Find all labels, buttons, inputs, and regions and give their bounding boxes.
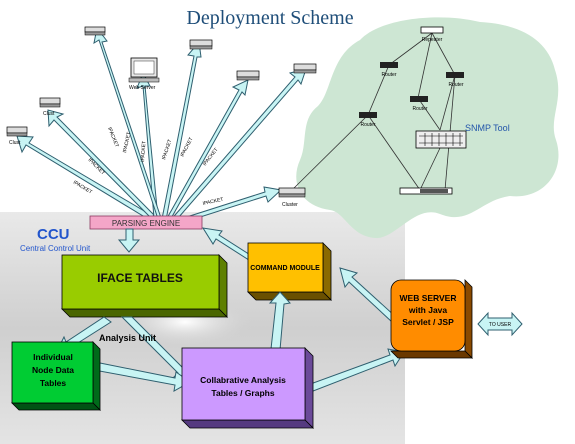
- snmp-cloud: [296, 17, 559, 239]
- svg-text:Router: Router: [412, 106, 427, 112]
- router-3: Router: [410, 96, 428, 112]
- web-server-box: WEB SERVER with Java Servlet / JSP: [390, 279, 473, 359]
- network-switch: [415, 130, 467, 149]
- svg-text:Cluster: Cluster: [282, 202, 298, 208]
- snmp-network-links: [289, 32, 456, 193]
- cluster-machine-7: Cluster: [278, 187, 306, 208]
- iface-tables-box: IFACE TABLES: [61, 254, 228, 318]
- router-1: Router: [380, 62, 398, 78]
- analysis-unit-label: Analysis Unit: [99, 333, 156, 343]
- iface-tables-label: IFACE TABLES: [97, 271, 183, 285]
- individual-tables-line-3: Tables: [40, 378, 67, 388]
- collaborative-box: Collabrative Analysis Tables / Graphs: [181, 347, 314, 429]
- hub-device: [399, 187, 453, 195]
- cluster-machine-4: [189, 39, 213, 50]
- packet-label-3: IPACKET: [106, 127, 119, 149]
- cluster-machine-3: [84, 26, 106, 36]
- collaborative-line-1: Collabrative Analysis: [200, 375, 286, 385]
- individual-tables-line-1: Individual: [33, 352, 73, 362]
- individual-tables-line-2: Node Data: [32, 365, 74, 375]
- arrow-parsing-to-iface: [117, 228, 141, 253]
- snmp-tool-label: SNMP Tool: [465, 123, 510, 133]
- router-4: Router: [359, 112, 377, 128]
- svg-text:Router: Router: [448, 82, 463, 88]
- individual-tables-box: Individual Node Data Tables: [11, 341, 101, 411]
- to-user-arrow: [477, 311, 523, 337]
- svg-text:Router: Router: [381, 72, 396, 78]
- packet-label-5: IPACKET: [140, 141, 147, 162]
- ccu-label: CCU: [37, 226, 70, 243]
- ccu-subtitle: Central Control Unit: [20, 244, 91, 253]
- packet-label-4: IPACKET: [122, 132, 132, 154]
- command-module-box: COMMAND MODULE: [247, 242, 332, 301]
- web-server-monitor: Web Server: [128, 57, 160, 91]
- svg-text:Web Server: Web Server: [129, 85, 156, 91]
- web-server-line-2: with Java: [408, 305, 448, 315]
- cluster-machine-1: Clust: [6, 126, 28, 146]
- command-module-label: COMMAND MODULE: [250, 265, 320, 272]
- svg-text:Clust: Clust: [43, 111, 55, 117]
- collaborative-line-2: Tables / Graphs: [211, 388, 274, 398]
- packet-arrows: [16, 26, 307, 227]
- diagram-title: Deployment Scheme: [186, 7, 353, 29]
- web-server-line-3: Servlet / JSP: [402, 317, 454, 327]
- router-2: Router: [446, 72, 464, 88]
- cluster-machine-2: Clust: [39, 97, 61, 117]
- web-server-line-1: WEB SERVER: [400, 293, 457, 303]
- parsing-engine-box: [89, 215, 203, 230]
- svg-text:Repeater: Repeater: [422, 37, 443, 43]
- packet-label-9: IPACKET: [202, 197, 224, 207]
- svg-text:Clust: Clust: [9, 140, 21, 146]
- cluster-machine-5: [236, 70, 260, 81]
- svg-text:Router: Router: [360, 122, 375, 128]
- packet-label-6: IPACKET: [161, 139, 173, 161]
- parsing-engine-label: PARSING ENGINE: [112, 219, 180, 228]
- repeater-device: Repeater: [420, 26, 444, 43]
- cluster-machine-6: [293, 63, 317, 74]
- to-user-label: TO USER: [489, 322, 512, 328]
